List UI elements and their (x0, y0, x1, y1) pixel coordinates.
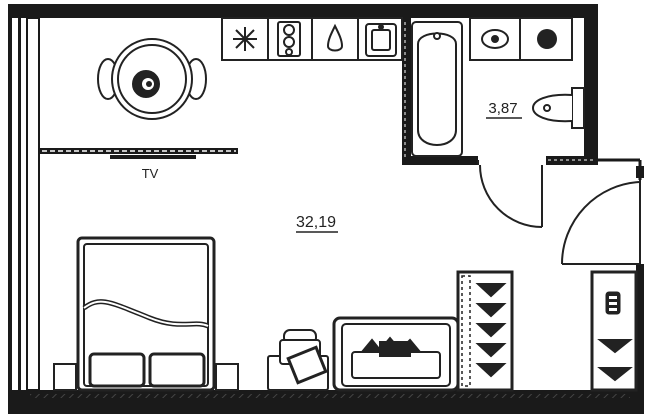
sofa-icon (332, 316, 460, 392)
outer-walls (8, 4, 644, 414)
washing-machine-icon (233, 27, 257, 51)
bed-icon (53, 236, 239, 392)
stove-icon (277, 21, 301, 57)
svg-text:3,87: 3,87 (488, 100, 517, 117)
tv-label: TV (142, 166, 159, 181)
fridge-icon (326, 23, 344, 52)
washer-icon (537, 29, 557, 49)
door-icon[interactable] (477, 160, 543, 228)
kitchen-sink-icon (365, 23, 397, 57)
wardrobe-icon (456, 270, 514, 392)
sink-icon (481, 29, 509, 49)
bathroom-walls (402, 18, 598, 165)
svg-text:32,19: 32,19 (296, 214, 336, 231)
bath-area-label: 3,87 (486, 100, 522, 119)
entrance-door-icon[interactable] (560, 180, 641, 265)
tv-partition: TV (40, 148, 238, 181)
armchair-icon (267, 329, 329, 391)
shoe-cabinet-icon (590, 270, 638, 392)
bathtub-icon (411, 21, 463, 157)
dining-table-icon (97, 38, 207, 120)
toilet-icon (532, 87, 585, 129)
main-area-label: 32,19 (296, 214, 338, 233)
